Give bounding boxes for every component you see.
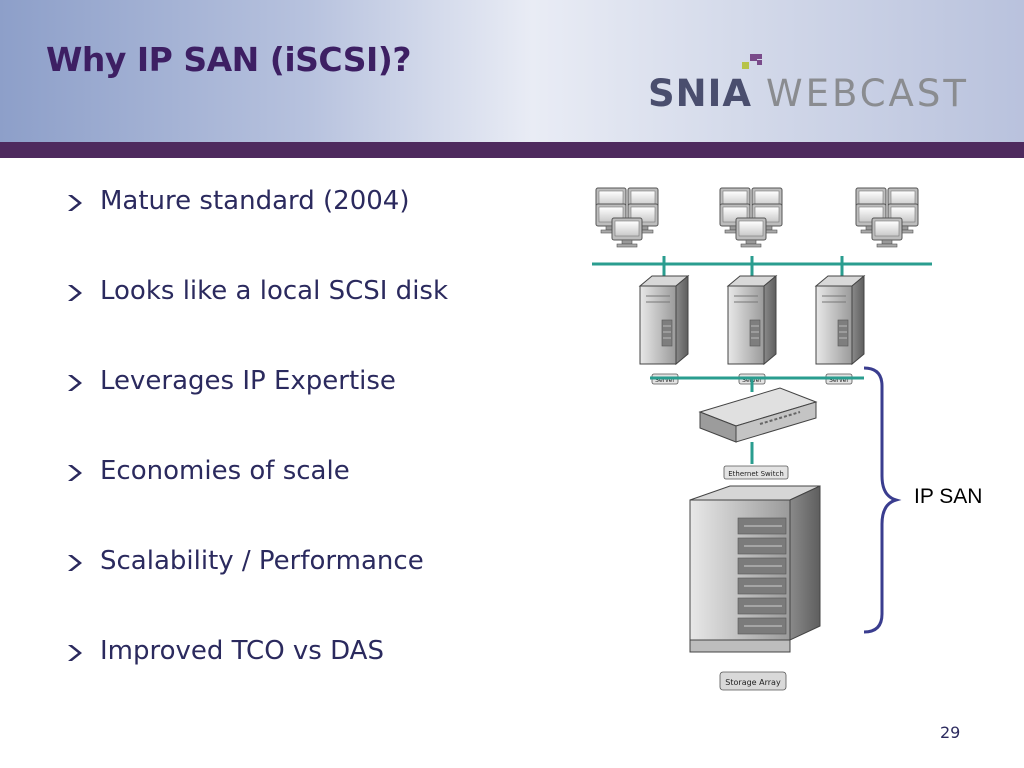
- chevron-bullet-icon: [68, 555, 82, 571]
- ip-san-bracket: [863, 366, 902, 634]
- page-number: 29: [940, 723, 961, 742]
- logo-snia-text: SNIA: [648, 72, 753, 115]
- header-divider: [0, 142, 1024, 158]
- bullet-text: Improved TCO vs DAS: [100, 636, 384, 666]
- storage-label-tag: Storage Array: [719, 671, 787, 691]
- switch-label-tag: Ethernet Switch: [723, 465, 789, 480]
- workstation-group-icon: [856, 188, 918, 247]
- ethernet-switch-icon: [698, 387, 818, 443]
- header-band: [0, 0, 1024, 142]
- storage-label: Storage Array: [725, 678, 781, 687]
- bullet-text: Economies of scale: [100, 456, 350, 486]
- chevron-bullet-icon: [68, 195, 82, 211]
- workstation-group-icon: [720, 188, 782, 247]
- bullet-text: Mature standard (2004): [100, 186, 410, 216]
- snia-webcast-logo: SNIA WEBCAST: [648, 54, 1014, 124]
- server-icon: [639, 275, 689, 365]
- ip-san-label: IP SAN: [914, 485, 983, 508]
- slide-title: Why IP SAN (iSCSI)?: [46, 40, 412, 79]
- workstation-group-icon: [596, 188, 658, 247]
- server-icon: [727, 275, 777, 365]
- chevron-bullet-icon: [68, 465, 82, 481]
- logo-webcast-text: WEBCAST: [766, 72, 969, 115]
- bullet-text: Scalability / Performance: [100, 546, 424, 576]
- server-label: Server: [829, 377, 849, 384]
- ip-san-diagram: Server Server Server Ethernet Switch: [592, 180, 932, 691]
- server-label: Server: [655, 377, 675, 384]
- switch-label: Ethernet Switch: [728, 470, 784, 478]
- bullet-text: Leverages IP Expertise: [100, 366, 396, 396]
- server-icon: [815, 275, 865, 365]
- chevron-bullet-icon: [68, 375, 82, 391]
- chevron-bullet-icon: [68, 285, 82, 301]
- storage-array-icon: [689, 485, 821, 653]
- logo-mark-icon: [742, 54, 762, 69]
- chevron-bullet-icon: [68, 645, 82, 661]
- bullet-text: Looks like a local SCSI disk: [100, 276, 449, 306]
- bullet-list: Mature standard (2004) Looks like a loca…: [68, 186, 449, 666]
